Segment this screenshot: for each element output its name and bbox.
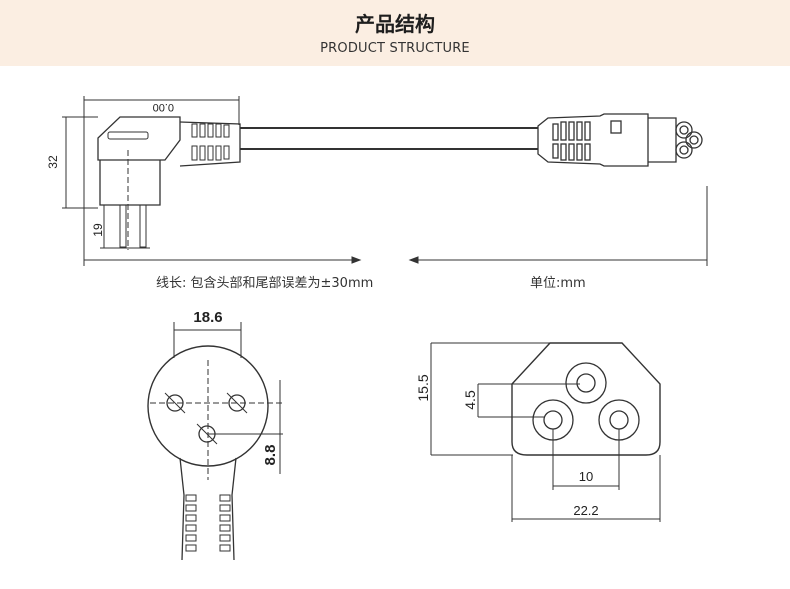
plug-side-view	[62, 96, 241, 250]
page-subtitle: PRODUCT STRUCTURE	[320, 41, 470, 56]
dim-plug-top: 0.00	[153, 101, 174, 113]
dimension-labels: 0.00 32 19 18.6 8.8 15.5 4.5 10 22.2	[46, 101, 599, 518]
dim-connector-width: 22.2	[573, 503, 598, 518]
dim-ground-offset: 8.8	[262, 445, 279, 466]
header-band: 产品结构 PRODUCT STRUCTURE	[0, 0, 790, 66]
connector-face-view	[430, 342, 661, 522]
connector-side-view	[537, 113, 703, 167]
dim-pin-length: 19	[91, 223, 105, 237]
length-dimension	[83, 186, 708, 266]
dim-pin-spacing: 18.6	[193, 309, 222, 326]
page-title: 产品结构	[355, 12, 435, 36]
dim-hole-spacing: 10	[579, 469, 593, 484]
unit-note: 单位:mm	[530, 276, 586, 291]
length-note: 线长: 包含头部和尾部误差为±30mm	[156, 276, 374, 291]
dim-connector-height: 15.5	[415, 374, 431, 401]
dim-plug-height: 32	[46, 155, 60, 169]
power-cord	[240, 127, 538, 150]
dim-upper-hole: 4.5	[462, 390, 478, 410]
plug-face-view	[147, 322, 283, 561]
